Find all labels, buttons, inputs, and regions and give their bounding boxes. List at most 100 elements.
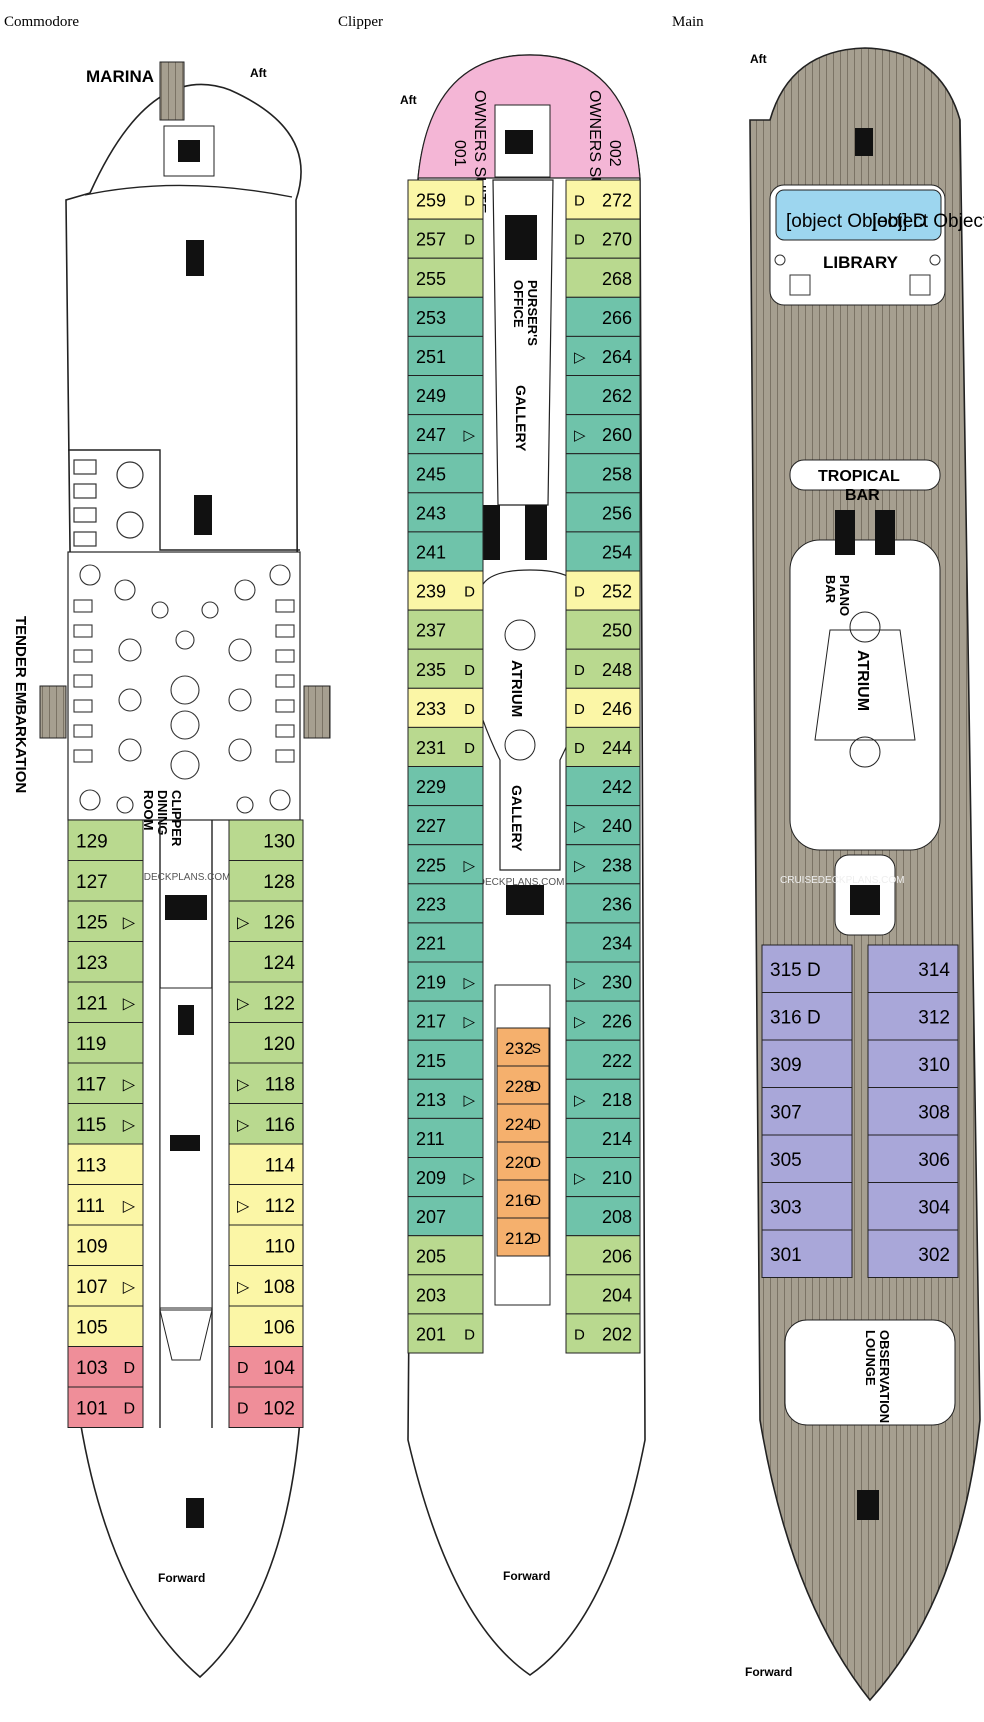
cabin-106[interactable]: 106 xyxy=(228,1305,304,1347)
cabin-262[interactable]: 262 xyxy=(565,375,641,416)
cabin-311[interactable]: 316 D xyxy=(761,992,853,1041)
cabin-118[interactable]: 118▷ xyxy=(228,1062,304,1104)
cabin-209[interactable]: 209▷ xyxy=(407,1157,484,1198)
cabin-301[interactable]: 301 xyxy=(761,1229,853,1278)
cabin-203[interactable]: 203 xyxy=(407,1274,484,1315)
cabin-128[interactable]: 128 xyxy=(228,860,304,902)
cabin-266[interactable]: 266 xyxy=(565,296,641,337)
cabin-124[interactable]: 124 xyxy=(228,941,304,983)
cabin-112[interactable]: 112▷ xyxy=(228,1184,304,1226)
cabin-205[interactable]: 205 xyxy=(407,1235,484,1276)
cabin-208[interactable]: 208 xyxy=(565,1196,641,1237)
cabin-230[interactable]: 230▷ xyxy=(565,961,641,1002)
cabin-310[interactable]: 310 xyxy=(867,1039,959,1088)
cabin-222[interactable]: 222 xyxy=(565,1039,641,1080)
cabin-255[interactable]: 255 xyxy=(407,257,484,298)
cabin-268[interactable]: 268 xyxy=(565,257,641,298)
cabin-227[interactable]: 227 xyxy=(407,805,484,846)
cabin-210[interactable]: 210▷ xyxy=(565,1157,641,1198)
cabin-313[interactable]: 315 D xyxy=(761,944,853,993)
cabin-206[interactable]: 206 xyxy=(565,1235,641,1276)
cabin-229[interactable]: 229 xyxy=(407,766,484,807)
cabin-120[interactable]: 120 xyxy=(228,1022,304,1064)
cabin-122[interactable]: 122▷ xyxy=(228,981,304,1023)
cabin-312[interactable]: 312 xyxy=(867,992,959,1041)
cabin-[object Object][interactable]: [object Object] D xyxy=(872,211,984,232)
cabin-223[interactable]: 223 xyxy=(407,883,484,924)
cabin-302[interactable]: 302 xyxy=(867,1229,959,1278)
cabin-215[interactable]: 215 xyxy=(407,1039,484,1080)
cabin-256[interactable]: 256 xyxy=(565,492,641,533)
cabin-113[interactable]: 113 xyxy=(67,1143,144,1185)
cabin-123[interactable]: 123 xyxy=(67,941,144,983)
cabin-250[interactable]: 250 xyxy=(565,609,641,650)
cabin-114[interactable]: 114 xyxy=(228,1143,304,1185)
cabin-254[interactable]: 254 xyxy=(565,531,641,572)
cabin-225[interactable]: 225▷ xyxy=(407,844,484,885)
cabin-247[interactable]: 247▷ xyxy=(407,414,484,455)
cabin-105[interactable]: 105 xyxy=(67,1305,144,1347)
cabin-221[interactable]: 221 xyxy=(407,922,484,963)
cabin-116[interactable]: 116▷ xyxy=(228,1103,304,1145)
cabin-127[interactable]: 127 xyxy=(67,860,144,902)
cabin-119[interactable]: 119 xyxy=(67,1022,144,1064)
cabin-249[interactable]: 249 xyxy=(407,375,484,416)
cabin-218[interactable]: 218▷ xyxy=(565,1078,641,1119)
cabin-240[interactable]: 240▷ xyxy=(565,805,641,846)
cabin-258[interactable]: 258 xyxy=(565,453,641,494)
cabin-242[interactable]: 242 xyxy=(565,766,641,807)
cabin-126[interactable]: 126▷ xyxy=(228,900,304,942)
cabin-260[interactable]: 260▷ xyxy=(565,414,641,455)
cabin-117[interactable]: 117▷ xyxy=(67,1062,144,1104)
cabin-107[interactable]: 107▷ xyxy=(67,1265,144,1307)
cabin-251[interactable]: 251 xyxy=(407,335,484,376)
cabin-226[interactable]: 226▷ xyxy=(565,1000,641,1041)
cabin-237[interactable]: 237 xyxy=(407,609,484,650)
cabin-238[interactable]: 238▷ xyxy=(565,844,641,885)
cabin-217[interactable]: 217▷ xyxy=(407,1000,484,1041)
cabin-245[interactable]: 245 xyxy=(407,453,484,494)
cabin-253[interactable]: 253 xyxy=(407,296,484,337)
cabin-308[interactable]: 308 xyxy=(867,1087,959,1136)
cabin-211[interactable]: 211 xyxy=(407,1117,484,1159)
cabin-303[interactable]: 303 xyxy=(761,1182,853,1231)
cabin-[object Object][interactable]: [object Object] D xyxy=(786,211,926,232)
cabin-108[interactable]: 108▷ xyxy=(228,1265,304,1307)
cabin-214[interactable]: 214 xyxy=(565,1117,641,1159)
cabin-307[interactable]: 307 xyxy=(761,1087,853,1136)
cabin-304[interactable]: 304 xyxy=(867,1182,959,1231)
cabin-204[interactable]: 204 xyxy=(565,1274,641,1315)
cabin-109[interactable]: 109 xyxy=(67,1224,144,1266)
cabin-314[interactable]: 314 xyxy=(867,944,959,993)
cabin-306[interactable]: 306 xyxy=(867,1134,959,1183)
cabin-125[interactable]: 125▷ xyxy=(67,900,144,942)
cabin-110[interactable]: 110 xyxy=(228,1224,304,1266)
cabin-234[interactable]: 234 xyxy=(565,922,641,963)
cabin-241[interactable]: 241 xyxy=(407,531,484,572)
cabin-243[interactable]: 243 xyxy=(407,492,484,533)
cabin-309[interactable]: 309 xyxy=(761,1039,853,1088)
cabin-219[interactable]: 219▷ xyxy=(407,961,484,1002)
cabin-207[interactable]: 207 xyxy=(407,1196,484,1237)
